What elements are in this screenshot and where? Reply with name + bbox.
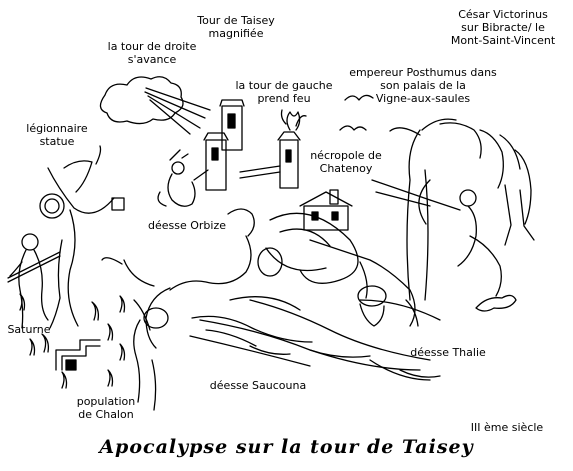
label-tour-gauche: la tour de gauche prend feu bbox=[235, 79, 333, 105]
legionnaire-drawing bbox=[39, 145, 125, 329]
flames-drawing bbox=[19, 293, 126, 389]
label-thalie: déesse Thalie bbox=[410, 346, 486, 359]
saturne-drawing bbox=[7, 233, 61, 329]
page-title: Apocalypse sur la tour de Taisey bbox=[99, 436, 474, 458]
archer-drawing bbox=[371, 179, 502, 297]
label-legionnaire: légionnaire statue bbox=[26, 122, 88, 148]
necropole-drawing bbox=[299, 189, 353, 231]
river-drawing bbox=[189, 212, 441, 381]
label-cesar: César Victorinus sur Bibracte/ le Mont-S… bbox=[450, 8, 556, 47]
label-necropole: nécropole de Chatenoy bbox=[310, 149, 382, 175]
thalie-drawing bbox=[309, 239, 419, 327]
label-tour-magnifiee: Tour de Taisey magnifiée bbox=[197, 14, 275, 40]
towers-drawing bbox=[203, 99, 307, 191]
dog-drawing bbox=[475, 294, 517, 312]
tree-drawing bbox=[389, 118, 535, 301]
label-orbize: déesse Orbize bbox=[147, 219, 226, 232]
label-tour-droite: la tour de droite s'avance bbox=[107, 40, 197, 66]
label-siecle: III ème siècle bbox=[470, 421, 544, 434]
base-drawing bbox=[55, 339, 101, 371]
label-posthumus: empereur Posthumus dans son palais de la… bbox=[349, 66, 497, 105]
orbize-drawing bbox=[101, 208, 255, 411]
label-population: population de Chalon bbox=[76, 395, 136, 421]
cloud-drawing bbox=[99, 76, 211, 135]
torch-figure-drawing bbox=[157, 149, 209, 207]
saucouna-drawing bbox=[191, 315, 313, 355]
label-saturne: Saturne bbox=[7, 323, 51, 336]
birds-drawing bbox=[339, 94, 374, 131]
label-saucouna: déesse Saucouna bbox=[209, 379, 307, 392]
